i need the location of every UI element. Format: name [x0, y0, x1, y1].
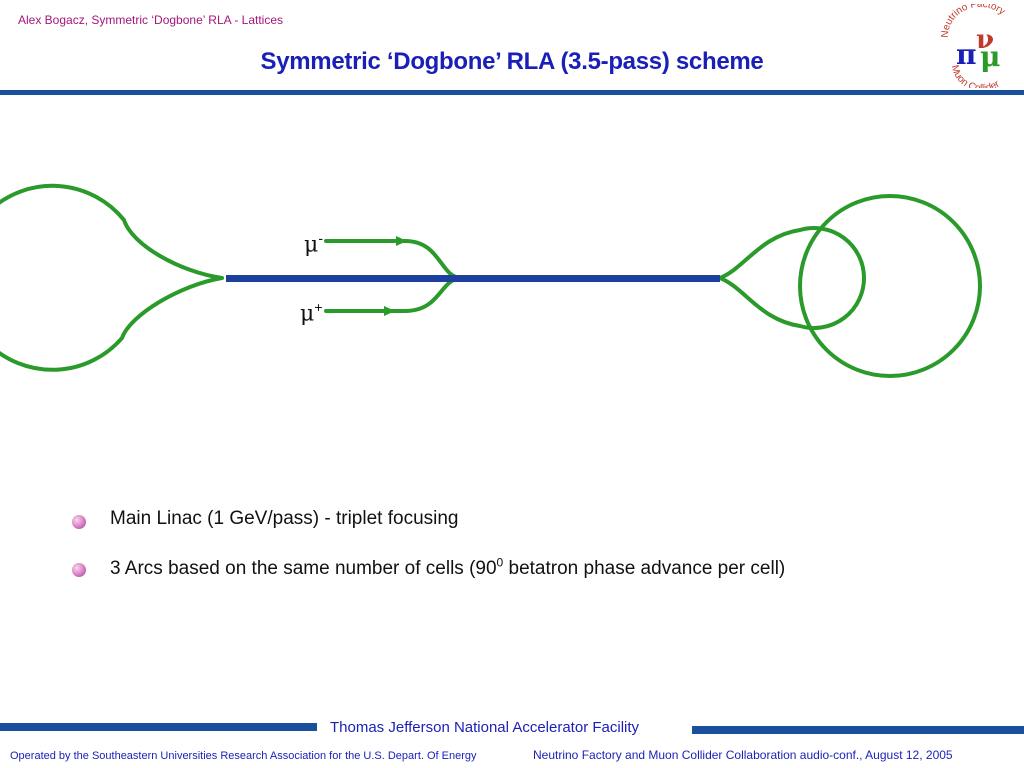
dogbone-rla-diagram: [0, 183, 982, 378]
logo-top-text: Neutrino Factory: [940, 4, 1007, 38]
bullet-text: 3 Arcs based on the same number of cells…: [110, 556, 786, 580]
mu-minus-arrow: [396, 236, 407, 246]
footer-bar-right: [692, 726, 1024, 734]
left-return-arc: [0, 183, 224, 372]
footer-event: Neutrino Factory and Muon Collider Colla…: [533, 748, 953, 762]
bullet-dot-icon: [72, 563, 86, 577]
bullet-item: Main Linac (1 GeV/pass) - triplet focusi…: [72, 508, 785, 556]
mu-plus-arrow: [384, 306, 395, 316]
author-header: Alex Bogacz, Symmetric ‘Dogbone’ RLA - L…: [18, 13, 284, 27]
neutrino-factory-logo: Neutrino Factory Muon Collider π ν μ: [940, 4, 1007, 88]
mu-minus-label: μ-: [304, 230, 323, 258]
mu-plus-injection-line: [324, 276, 462, 313]
bullet-list: Main Linac (1 GeV/pass) - triplet focusi…: [72, 508, 785, 604]
bullet-text: Main Linac (1 GeV/pass) - triplet focusi…: [110, 508, 459, 529]
right-small-arc: [718, 226, 866, 330]
logo-mu-glyph: μ: [980, 40, 1001, 73]
logo-pi-glyph: π: [956, 38, 977, 71]
bullet-item: 3 Arcs based on the same number of cells…: [72, 556, 785, 604]
logo-nu-glyph: ν: [976, 25, 994, 55]
footer-organization: Thomas Jefferson National Accelerator Fa…: [330, 719, 640, 736]
bullet-dot-icon: [72, 515, 86, 529]
footer-bar-left: [0, 723, 317, 731]
main-linac: [226, 275, 720, 282]
top-divider: [0, 90, 1024, 95]
mu-plus-label: μ+: [300, 299, 323, 327]
right-large-arc: [798, 194, 982, 378]
footer-operated-by: Operated by the Southeastern Universitie…: [10, 750, 477, 762]
slide-title: Symmetric ‘Dogbone’ RLA (3.5-pass) schem…: [260, 48, 764, 75]
mu-minus-injection-line: [324, 239, 462, 280]
